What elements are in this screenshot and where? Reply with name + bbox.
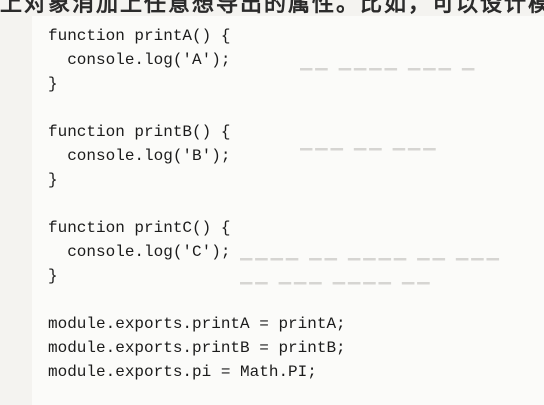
- code-line: }: [48, 267, 58, 285]
- code-line: module.exports.printB = printB;: [48, 339, 346, 357]
- code-line: }: [48, 75, 58, 93]
- code-block: function printA() { console.log('A');} fu…: [48, 24, 346, 384]
- bleed-through-line: ▔▔▔▔ ▔▔ ▔▔▔▔ ▔▔ ▔▔▔: [240, 258, 502, 277]
- body-text-cutoff: 上对象消加上任意想导出的属性。比如，可以设计模块，: [0, 0, 544, 16]
- code-line: }: [48, 171, 58, 189]
- code-line: console.log('A');: [48, 51, 231, 69]
- code-line: [48, 96, 346, 120]
- code-line: function printB() {: [48, 123, 231, 141]
- bleed-through-line: ▔▔ ▔▔▔ ▔▔▔▔ ▔▔: [240, 282, 433, 301]
- code-line: function printC() {: [48, 219, 231, 237]
- code-line: console.log('C');: [48, 243, 231, 261]
- code-line: [48, 288, 346, 312]
- bleed-through-line: ▔▔ ▔▔▔▔ ▔▔▔ ▔: [300, 68, 478, 87]
- code-line: [48, 192, 346, 216]
- code-line: module.exports.pi = Math.PI;: [48, 363, 317, 381]
- code-line: module.exports.printA = printA;: [48, 315, 346, 333]
- bleed-through-line: ▔▔▔ ▔▔ ▔▔▔: [300, 148, 439, 167]
- code-line: console.log('B');: [48, 147, 231, 165]
- code-listing-box: [32, 16, 544, 405]
- code-line: function printA() {: [48, 27, 231, 45]
